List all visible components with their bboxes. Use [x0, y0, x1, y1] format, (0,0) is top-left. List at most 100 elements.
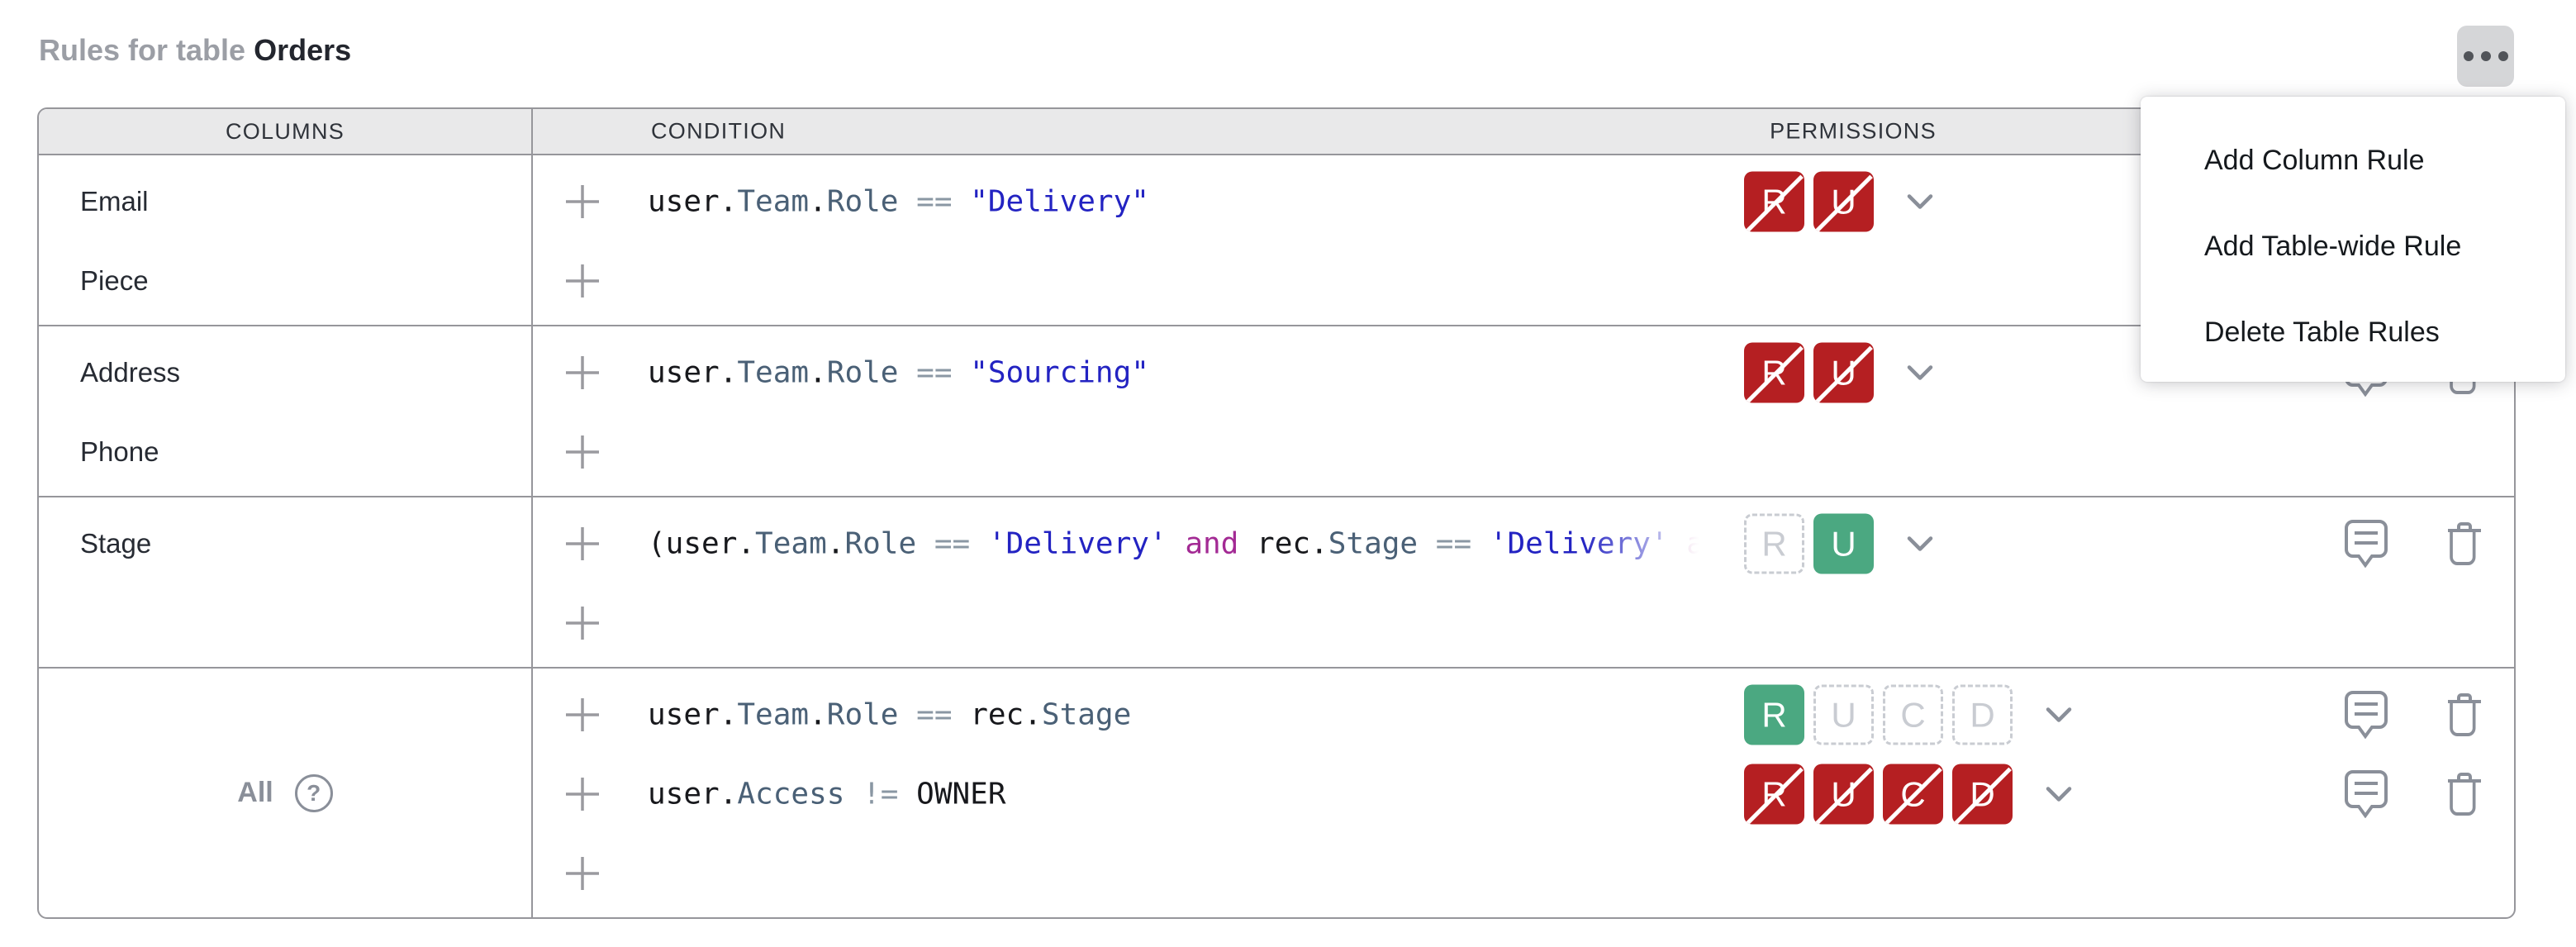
rule-memo-button[interactable] — [2345, 770, 2388, 819]
permission-R-allowed[interactable]: R — [1744, 684, 1804, 745]
rule-line — [533, 834, 2514, 913]
plus-icon — [566, 778, 599, 811]
add-condition-button[interactable] — [563, 854, 601, 892]
permissions-expand-button[interactable] — [2045, 785, 2073, 803]
menu-item-add-column-rule[interactable]: Add Column Rule — [2204, 144, 2425, 176]
add-condition-button[interactable] — [563, 183, 601, 221]
plus-icon — [566, 185, 599, 218]
permission-R-unset[interactable]: R — [1744, 513, 1804, 574]
plus-icon — [566, 356, 599, 389]
condition-formula[interactable]: user.Access != OWNER — [648, 777, 1006, 811]
rule-line: (user.Team.Role == 'Delivery' and rec.St… — [533, 504, 2514, 583]
column-label: Email — [80, 186, 149, 217]
plus-icon — [566, 607, 599, 640]
help-icon[interactable]: ? — [294, 773, 333, 812]
trash-icon — [2448, 522, 2481, 565]
rule-memo-button[interactable] — [2345, 691, 2388, 740]
permission-D-denied[interactable]: D — [1952, 764, 2013, 825]
comment-icon — [2345, 770, 2388, 819]
chevron-down-icon — [1907, 193, 1933, 209]
permissions-expand-button[interactable] — [2045, 706, 2073, 724]
permission-U-denied[interactable]: U — [1813, 342, 1874, 403]
header-columns: COLUMNS — [39, 109, 533, 154]
delete-rule-button[interactable] — [2445, 692, 2483, 737]
ellipsis-icon — [2463, 51, 2474, 61]
add-condition-button[interactable] — [563, 433, 601, 471]
trash-icon — [2448, 773, 2481, 816]
ellipsis-icon — [2498, 51, 2508, 61]
delete-rule-button[interactable] — [2445, 772, 2483, 816]
menu-item-add-table-wide-rule[interactable]: Add Table-wide Rule — [2204, 230, 2462, 262]
add-condition-button[interactable] — [563, 696, 601, 734]
menu-item-delete-table-rules[interactable]: Delete Table Rules — [2204, 316, 2440, 348]
permission-U-denied[interactable]: U — [1813, 171, 1874, 232]
formula-truncation-fade — [1582, 504, 1744, 583]
ellipsis-icon — [2480, 51, 2491, 61]
permissions-expand-button[interactable] — [1906, 193, 1934, 211]
permission-R-denied[interactable]: R — [1744, 764, 1804, 825]
add-condition-button[interactable] — [563, 525, 601, 563]
header-condition: CONDITION — [651, 118, 787, 144]
condition-formula[interactable]: user.Team.Role == "Sourcing" — [648, 355, 1149, 390]
permissions-expand-button[interactable] — [1906, 364, 1934, 382]
table-menu-button[interactable] — [2457, 26, 2514, 87]
plus-icon — [566, 435, 599, 469]
page-title-prefix: Rules for table — [39, 33, 254, 67]
rules-cell: (user.Team.Role == 'Delivery' and rec.St… — [533, 497, 2514, 667]
rule-line — [533, 241, 2514, 321]
permission-C-unset[interactable]: C — [1883, 684, 1943, 745]
permission-D-unset[interactable]: D — [1952, 684, 2013, 745]
permission-R-denied[interactable]: R — [1744, 342, 1804, 403]
condition-formula[interactable]: user.Team.Role == "Delivery" — [648, 184, 1149, 219]
column-label: Phone — [80, 436, 159, 467]
rule-line — [533, 412, 2514, 492]
all-columns-label: All — [237, 777, 273, 808]
delete-rule-button[interactable] — [2445, 521, 2483, 566]
columns-cell: All? — [39, 669, 533, 917]
chevron-down-icon — [2046, 707, 2072, 722]
rule-row: Stage (user.Team.Role == 'Delivery' and r… — [39, 496, 2514, 667]
trash-icon — [2448, 693, 2481, 736]
add-condition-button[interactable] — [563, 262, 601, 300]
add-condition-button[interactable] — [563, 354, 601, 392]
permissions-expand-button[interactable] — [1906, 535, 1934, 553]
column-label: Stage — [80, 528, 152, 559]
permission-U-unset[interactable]: U — [1813, 684, 1874, 745]
column-label: Address — [80, 357, 181, 388]
header-permissions: PERMISSIONS — [1770, 118, 1937, 144]
page-title: Rules for table Orders — [39, 33, 351, 68]
condition-formula[interactable]: (user.Team.Role == 'Delivery' and rec.St… — [648, 526, 1723, 561]
add-condition-button[interactable] — [563, 775, 601, 813]
rule-line — [533, 583, 2514, 663]
permission-U-allowed[interactable]: U — [1813, 513, 1874, 574]
permission-C-denied[interactable]: C — [1883, 764, 1943, 825]
rule-memo-button[interactable] — [2345, 520, 2388, 569]
page-title-table-name: Orders — [254, 33, 352, 67]
add-condition-button[interactable] — [563, 604, 601, 642]
columns-cell: Stage — [39, 497, 533, 667]
comment-icon — [2345, 520, 2388, 569]
condition-formula[interactable]: user.Team.Role == rec.Stage — [648, 697, 1132, 732]
plus-icon — [566, 264, 599, 297]
column-label: Piece — [80, 265, 149, 296]
plus-icon — [566, 527, 599, 560]
permission-U-denied[interactable]: U — [1813, 764, 1874, 825]
comment-icon — [2345, 691, 2388, 740]
permission-R-denied[interactable]: R — [1744, 171, 1804, 232]
chevron-down-icon — [1907, 535, 1933, 551]
